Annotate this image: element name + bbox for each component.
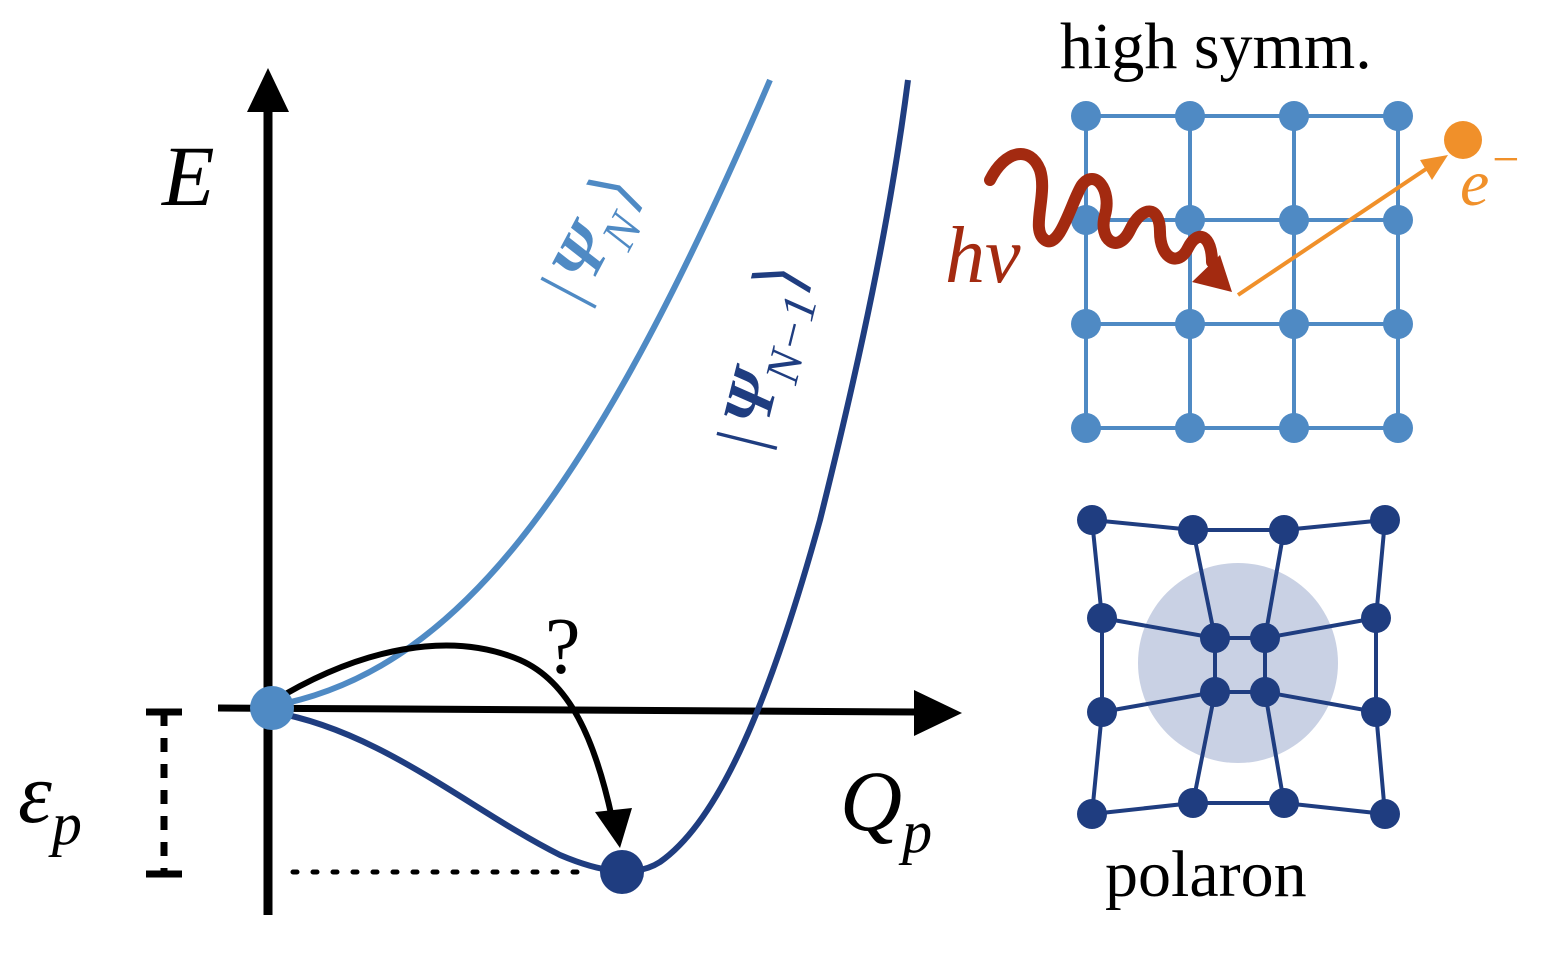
lattice-top-title: high symm.: [1060, 10, 1372, 83]
label-psi-n: | Ψ N ⟩: [526, 161, 655, 313]
transition-arrowhead: [595, 808, 632, 848]
curve-psi-n-minus-1: [271, 79, 911, 875]
energy-plot: E Qp | Ψ N ⟩ | Ψ N−1 ⟩ ? εp: [18, 68, 962, 915]
y-axis-arrowhead: [247, 68, 289, 112]
electron-path-arrow: [1236, 163, 1434, 297]
photon-wavy-line: [984, 148, 1218, 268]
x-axis-arrowhead: [914, 690, 962, 736]
photon-arrowhead: [1192, 255, 1232, 292]
initial-state-dot: [250, 686, 294, 730]
lattice-bottom-title: polaron: [1105, 838, 1307, 911]
svg-text:N−1: N−1: [755, 290, 828, 390]
photon-label: hν: [945, 212, 1021, 300]
curve-psi-n: [271, 78, 773, 709]
x-axis-label: Qp: [840, 753, 932, 865]
polaron-minimum-dot: [600, 850, 644, 894]
lattice-polaron: polaron: [1077, 505, 1400, 911]
x-axis: [217, 704, 919, 716]
y-axis-label: E: [160, 128, 215, 224]
label-psi-n-minus-1: | Ψ N−1 ⟩: [702, 256, 828, 455]
electron-path-arrowhead: [1420, 155, 1448, 180]
polaron-energy-label: εp: [18, 745, 82, 857]
electron-dot: [1444, 121, 1482, 159]
lattice-high-symmetry: high symm. e− hν: [945, 10, 1522, 443]
electron-label: e−: [1460, 133, 1522, 220]
transition-question-mark: ?: [545, 603, 581, 691]
polaron-cloud: [1138, 563, 1338, 763]
lattice-bottom-atoms: [1077, 505, 1400, 829]
transition-arrow: [270, 642, 615, 819]
lattice-top-atoms: [1071, 101, 1413, 443]
